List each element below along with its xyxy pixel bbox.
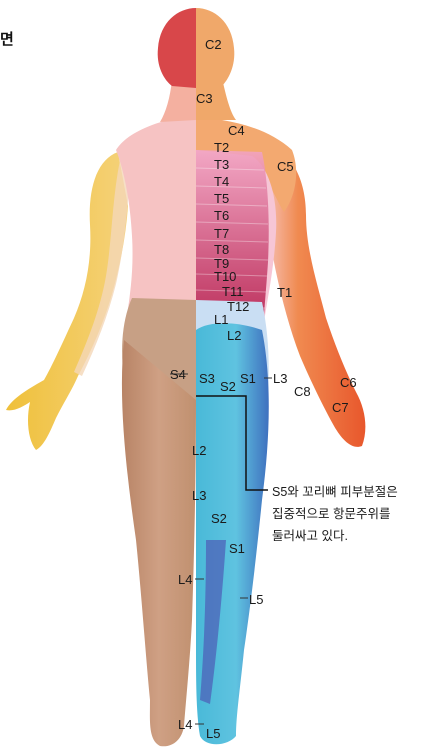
label-l5-calf: L5 <box>249 592 263 607</box>
s5-caption: S5와 꼬리뼈 피부분절은 집중적으로 항문주위를 둘러싸고 있다. <box>272 485 398 543</box>
label-s1: S1 <box>240 371 256 386</box>
label-c6: C6 <box>340 375 357 390</box>
left-leg <box>122 340 196 746</box>
label-c8: C8 <box>294 384 311 399</box>
label-t2: T2 <box>214 140 229 155</box>
label-l4-calf: L4 <box>178 572 192 587</box>
label-t1: T1 <box>277 285 292 300</box>
label-t4: T4 <box>214 174 229 189</box>
label-c4: C4 <box>228 123 245 138</box>
label-t7: T7 <box>214 226 229 241</box>
torso-left <box>116 116 196 322</box>
label-l4-foot: L4 <box>178 717 192 732</box>
label-t6: T6 <box>214 208 229 223</box>
head-left <box>158 8 196 88</box>
label-t5: T5 <box>214 191 229 206</box>
label-l3-thigh: L3 <box>192 488 206 503</box>
label-l2: L2 <box>227 328 241 343</box>
label-t11: T11 <box>222 284 243 299</box>
label-c5: C5 <box>277 159 294 174</box>
label-s4: S4 <box>170 367 186 382</box>
label-t10: T10 <box>214 269 236 284</box>
label-l5-foot: L5 <box>206 726 220 741</box>
label-c3: C3 <box>196 91 213 106</box>
caption-line-1: S5와 꼬리뼈 피부분절은 <box>272 485 398 499</box>
label-s1-thigh: S1 <box>229 541 245 556</box>
label-t12: T12 <box>227 299 249 314</box>
label-s2: S2 <box>220 379 236 394</box>
label-l3: L3 <box>273 371 287 386</box>
label-l1: L1 <box>214 312 228 327</box>
label-s2-thigh: S2 <box>211 511 227 526</box>
label-t8: T8 <box>214 242 229 257</box>
title-fragment: 면 <box>0 31 14 48</box>
caption-line-3: 둘러싸고 있다. <box>272 529 348 543</box>
label-t3: T3 <box>214 157 229 172</box>
label-s3: S3 <box>199 371 215 386</box>
label-c2: C2 <box>205 37 222 52</box>
label-l2-thigh: L2 <box>192 443 206 458</box>
caption-line-2: 집중적으로 항문주위를 <box>272 507 390 521</box>
label-c7: C7 <box>332 400 349 415</box>
